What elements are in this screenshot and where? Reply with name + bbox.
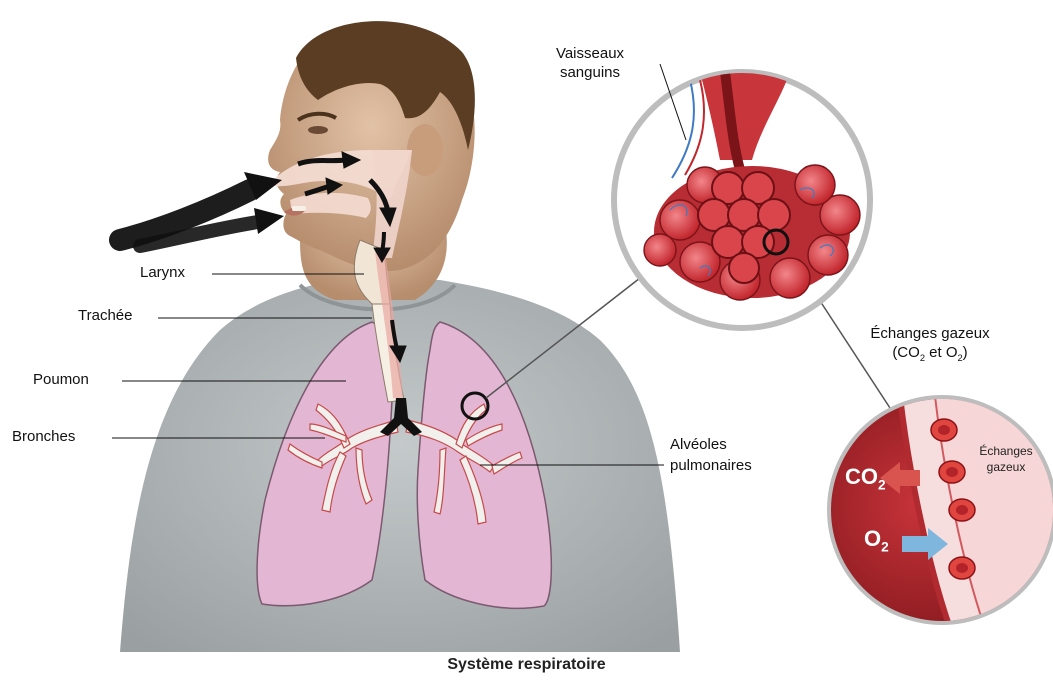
label-vaisseaux-sanguins: Vaisseaux sanguins (535, 44, 645, 82)
diagram-caption: Système respiratoire (0, 656, 1053, 674)
label-alveoles-line1: Alvéoles (670, 434, 752, 455)
label-inset-line2: gazeux (966, 459, 1046, 475)
label-vaisseaux-line2: sanguins (535, 63, 645, 82)
ear (407, 124, 443, 176)
formula-part: ) (963, 344, 968, 361)
label-o2: O2 (864, 526, 889, 554)
co2-text: CO (845, 464, 878, 489)
label-echanges-title: Échanges gazeux (850, 324, 1010, 343)
eye (308, 126, 328, 134)
air-inflow-arrows (120, 172, 284, 246)
label-alveoles-pulmonaires: Alvéoles pulmonaires (670, 434, 752, 476)
label-poumon: Poumon (33, 371, 89, 388)
co2-sub: 2 (878, 477, 886, 492)
formula-part: (CO (892, 344, 920, 361)
label-co2: CO2 (845, 464, 886, 492)
label-larynx: Larynx (140, 264, 185, 281)
label-vaisseaux-line1: Vaisseaux (535, 44, 645, 63)
label-echanges-gazeux: Échanges gazeux (CO2 et O2) (850, 324, 1010, 368)
o2-sub: 2 (881, 539, 889, 554)
label-trachee: Trachée (78, 307, 132, 324)
teeth (292, 206, 306, 211)
label-inset-line1: Échanges (966, 443, 1046, 459)
label-inset-echanges: Échanges gazeux (966, 443, 1046, 475)
label-echanges-formula: (CO2 et O2) (850, 343, 1010, 368)
label-bronches: Bronches (12, 428, 75, 445)
o2-text: O (864, 526, 881, 551)
formula-part: et O (925, 344, 958, 361)
label-alveoles-line2: pulmonaires (670, 455, 752, 476)
